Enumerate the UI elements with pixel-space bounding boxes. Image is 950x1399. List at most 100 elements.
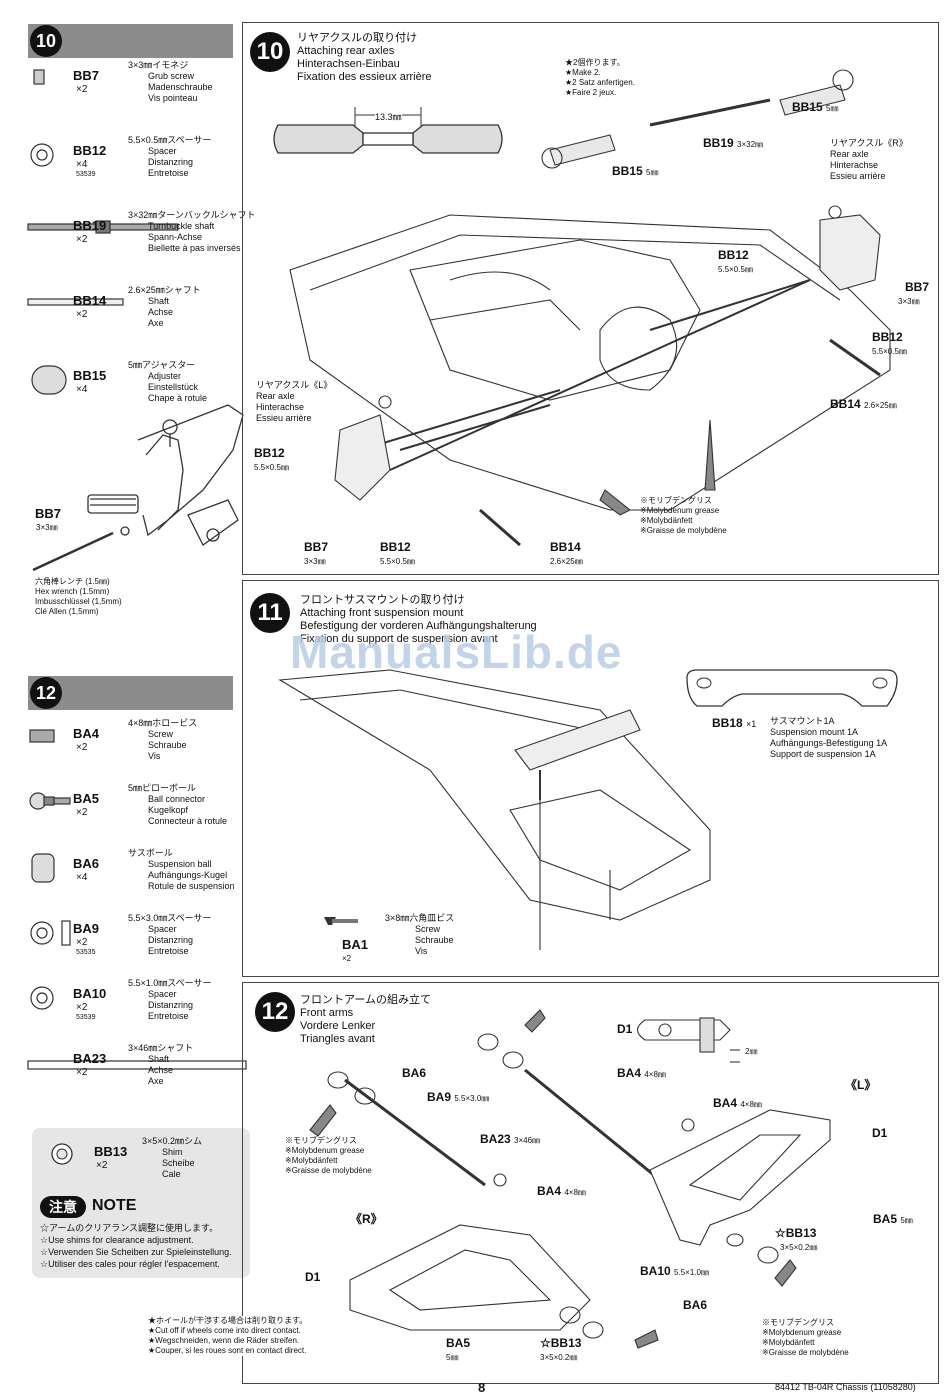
step12-grease-note: ※モリブデングリス※Molybdenum grease※Molybdänfett…: [285, 1136, 372, 1175]
footer-code: 84412 TB-04R Chassis (11058280): [775, 1382, 916, 1392]
caution-note: ★ホイールが干渉する場合は削り取ります。★Cut off if wheels c…: [148, 1316, 308, 1356]
note-box: BB13 ×2 3×5×0.2㎜シム Shim Scheibe Cale 注意 …: [32, 1128, 250, 1278]
label-bb13-left: ☆BB13: [775, 1226, 817, 1240]
label-bb14-left-size: 2.6×25㎜: [550, 557, 583, 566]
part-qty: ×2: [76, 807, 88, 818]
ball-connector-icon: [28, 787, 71, 821]
label-ba1: BA1: [342, 937, 369, 952]
screw-hex-icon: [28, 722, 68, 756]
label-ba4-detail: BA4 4×8㎜: [617, 1066, 666, 1080]
part-number: 53539: [76, 171, 96, 178]
screw-icon: [324, 917, 358, 925]
bb13-desc: 3×5×0.2㎜シム Shim Scheibe Cale: [142, 1136, 203, 1179]
step10-chassis-drawing: [289, 69, 891, 547]
bb7-size: 3×3㎜: [36, 523, 58, 532]
label-bb12-right2-size: 5.5×0.5㎜: [872, 347, 907, 356]
suspension-ball-icon: [28, 852, 68, 886]
step12-parts-header: [28, 676, 233, 710]
shaft-icon: [27, 289, 124, 323]
part-code: BB7: [73, 68, 100, 83]
spacer-icon: [28, 982, 68, 1016]
label-left-tag: 《L》: [845, 1078, 877, 1092]
label-bb14-left: BB14: [550, 540, 581, 554]
label-d1-right: D1: [305, 1270, 321, 1284]
part-qty: ×2: [76, 309, 88, 320]
dim-13-3: 13.3㎜: [375, 110, 402, 123]
label-d1-detail: D1: [617, 1022, 633, 1036]
part-code: BA10: [73, 986, 107, 1001]
step12-arms-drawing: [309, 1009, 831, 1349]
part-qty: ×2: [76, 1067, 88, 1078]
part-code: BB19: [73, 218, 107, 233]
label-ba6-top: BA6: [402, 1066, 427, 1080]
turnbuckle-dimension-drawing: [273, 107, 503, 154]
suspension-mount-drawing: [686, 669, 898, 707]
label-ba4-right: BA4 4×8㎜: [537, 1184, 586, 1198]
part-number: 53539: [76, 1014, 96, 1021]
part-qty: ×4: [76, 872, 88, 883]
step12-box: [242, 982, 939, 1384]
label-bb12-left2-size: 5.5×0.5㎜: [380, 557, 415, 566]
spacer-icon: [28, 139, 68, 173]
step10-number-badge: 10: [30, 25, 62, 57]
label-bb13-left-size: 3×5×0.2㎜: [780, 1243, 818, 1252]
part-qty: ×2: [76, 742, 88, 753]
label-d1-left: D1: [872, 1126, 888, 1140]
label-bb19: BB19 3×32㎜: [703, 136, 764, 150]
label-ba6-bottom: BA6: [683, 1298, 708, 1312]
label-bb7-left: BB7: [304, 540, 329, 554]
grub-screw-icon: [28, 64, 68, 98]
make-two-note: ★2個作ります。★Make 2.★2 Satz anfertigen.★Fair…: [565, 58, 635, 97]
part-qty: ×2: [76, 234, 88, 245]
step11-chassis-drawing: [278, 669, 711, 950]
step11-circle: 11: [250, 593, 290, 633]
label-ba4-left: BA4 4×8㎜: [713, 1096, 762, 1110]
part-qty: ×4: [76, 384, 88, 395]
bb13-code: BB13: [94, 1144, 128, 1159]
step12-number-badge: 12: [30, 677, 62, 709]
turnbuckle-icon: [27, 214, 179, 248]
label-ba5-left: BA5 5㎜: [873, 1212, 913, 1226]
label-bb12-right2: BB12: [872, 330, 903, 344]
note-badge: 注意: [40, 1196, 86, 1218]
part-number: 53535: [76, 949, 96, 956]
part-code: BB15: [73, 368, 107, 383]
step11-box: [242, 580, 939, 977]
step10-grease-note: ※モリブデングリス※Molybdenum grease※Molybdänfett…: [640, 496, 727, 535]
label-bb15-bottom: BB15 5㎜: [612, 164, 659, 178]
label-ba5-right-size: 5㎜: [446, 1353, 459, 1362]
note-title: NOTE: [92, 1197, 137, 1214]
label-bb14-right: BB14 2.6×25㎜: [830, 397, 897, 411]
label-bb12-right: BB12: [718, 248, 749, 262]
part-qty: ×2: [76, 84, 88, 95]
label-bb12-left2: BB12: [380, 540, 411, 554]
part-code: BB12: [73, 143, 107, 158]
page-number: 8: [478, 1380, 486, 1395]
step12-grease-note-2: ※モリブデングリス※Molybdenum grease※Molybdänfett…: [762, 1318, 849, 1357]
label-ba5-right: BA5: [446, 1336, 471, 1350]
label-bb12-right-size: 5.5×0.5㎜: [718, 265, 753, 274]
part-qty: ×2: [76, 937, 88, 948]
